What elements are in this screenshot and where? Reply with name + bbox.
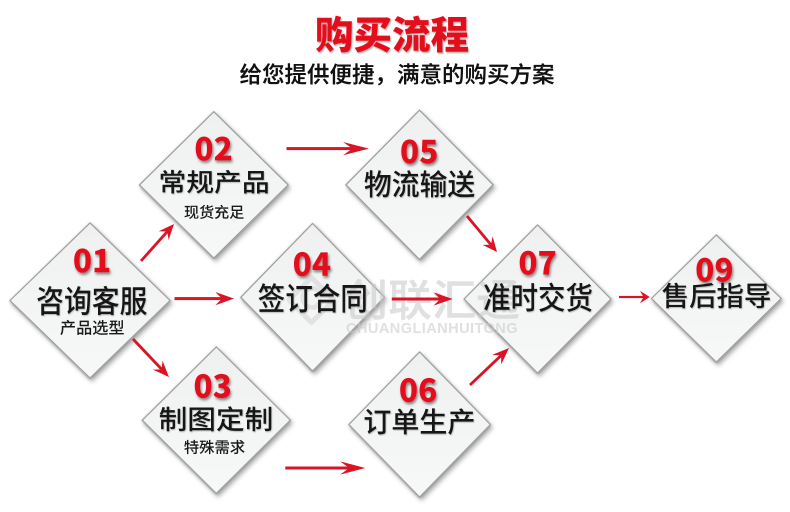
- svg-text:CHUANGLIANHUITONG: CHUANGLIANHUITONG: [346, 321, 518, 337]
